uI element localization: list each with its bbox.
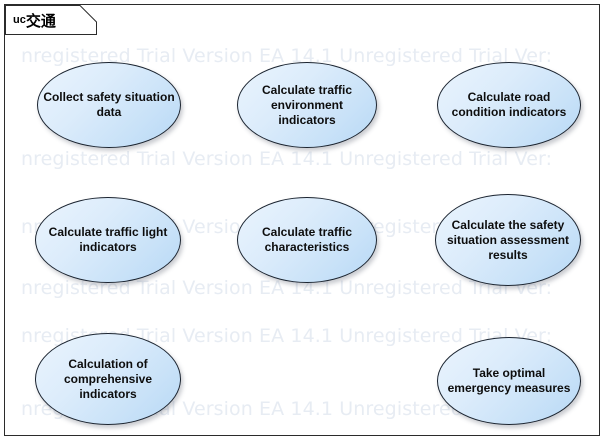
use-case-calculate-traffic-characteristics[interactable]: Calculate traffic characteristics [237, 197, 377, 283]
frame-name-label: 交通 [25, 11, 56, 30]
use-case-label: Take optimal emergency measures [447, 366, 571, 395]
frame-title-tab-shape [5, 5, 97, 35]
frame-stereotype-label: uc [13, 13, 26, 26]
uml-use-case-diagram-frame: nregistered Trial Version EA 14.1 Unregi… [4, 4, 600, 436]
use-case-label: Calculate traffic environment indicators [261, 82, 353, 127]
use-case-calculate-road-condition-indicators[interactable]: Calculate road condition indicators [437, 62, 581, 148]
use-case-calculate-traffic-light-indicators[interactable]: Calculate traffic light indicators [35, 197, 181, 283]
use-case-label: Calculate the safety situation assessmen… [446, 217, 570, 262]
use-case-take-optimal-emergency-measures[interactable]: Take optimal emergency measures [437, 337, 581, 425]
use-case-label: Calculation of comprehensive indicators [63, 356, 153, 401]
use-case-layer: Collect safety situation data Calculate … [5, 5, 599, 435]
use-case-calculation-of-comprehensive-indicators[interactable]: Calculation of comprehensive indicators [35, 333, 181, 425]
use-case-calculate-traffic-environment-indicators[interactable]: Calculate traffic environment indicators [237, 62, 377, 148]
use-case-label: Calculate traffic characteristics [261, 225, 353, 254]
use-case-calculate-safety-situation-assessment-results[interactable]: Calculate the safety situation assessmen… [435, 194, 581, 286]
use-case-label: Calculate road condition indicators [451, 90, 567, 119]
use-case-label: Collect safety situation data [43, 90, 175, 119]
use-case-collect-safety-situation-data[interactable]: Collect safety situation data [37, 62, 181, 148]
use-case-label: Calculate traffic light indicators [48, 225, 168, 254]
